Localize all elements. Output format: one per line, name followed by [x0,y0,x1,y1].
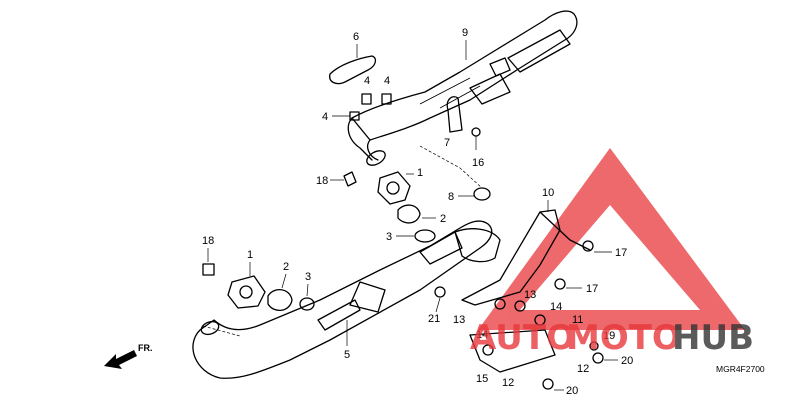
callout-12a: 12 [577,363,589,375]
callout-19: 19 [603,330,615,342]
front-arrow-label: FR. [138,343,153,353]
callout-9: 9 [462,27,468,39]
lower-joint-parts [202,263,315,311]
drawing-code: MGR4F2700 [716,364,765,374]
callout-15: 15 [476,373,488,385]
callout-14a: 14 [476,329,488,341]
heat-shield-upper [329,55,377,85]
callout-1-lower: 1 [247,249,253,261]
fasteners [434,240,604,390]
upper-joint-parts [343,171,491,243]
watermark-text-hub: HUB [672,318,754,358]
callout-20b: 20 [566,385,578,397]
callout-17a: 17 [615,247,627,259]
callout-17b: 17 [586,283,598,295]
clamp-band [446,96,481,150]
watermark-text: AUTO MOTO HUB [470,318,754,358]
callout-13a: 13 [453,314,465,326]
callout-20a: 20 [621,355,633,367]
callout-1-upper: 1 [417,167,423,179]
callout-4c: 4 [322,111,328,123]
callout-10: 10 [542,187,554,199]
callout-11: 11 [572,314,583,326]
callout-16: 16 [472,157,484,169]
callout-3-lower: 3 [305,271,311,283]
callout-5: 5 [344,349,350,361]
watermark-logo [478,148,745,330]
callout-12b: 12 [502,377,514,389]
callout-3-upper: 3 [386,231,392,243]
callout-14b: 14 [550,301,562,313]
callout-4b: 4 [384,75,390,87]
watermark-text-auto: AUTO [470,318,575,358]
callout-18-lower: 18 [202,235,214,247]
callout-labels: 6 9 4 4 4 7 16 18 1 8 2 3 10 17 17 18 1 … [202,27,633,397]
callout-21: 21 [428,313,440,325]
callout-2-upper: 2 [440,213,446,225]
lower-muffler [192,220,501,379]
callout-7: 7 [444,137,450,149]
callout-4a: 4 [364,75,370,87]
front-arrow-indicator: FR. [104,343,153,369]
callout-8: 8 [448,191,454,203]
callout-18-upper: 18 [316,175,328,187]
watermark-text-moto: MOTO [566,318,681,358]
callout-6: 6 [353,31,359,43]
callout-13b: 13 [524,289,536,301]
callout-2-lower: 2 [283,261,289,273]
